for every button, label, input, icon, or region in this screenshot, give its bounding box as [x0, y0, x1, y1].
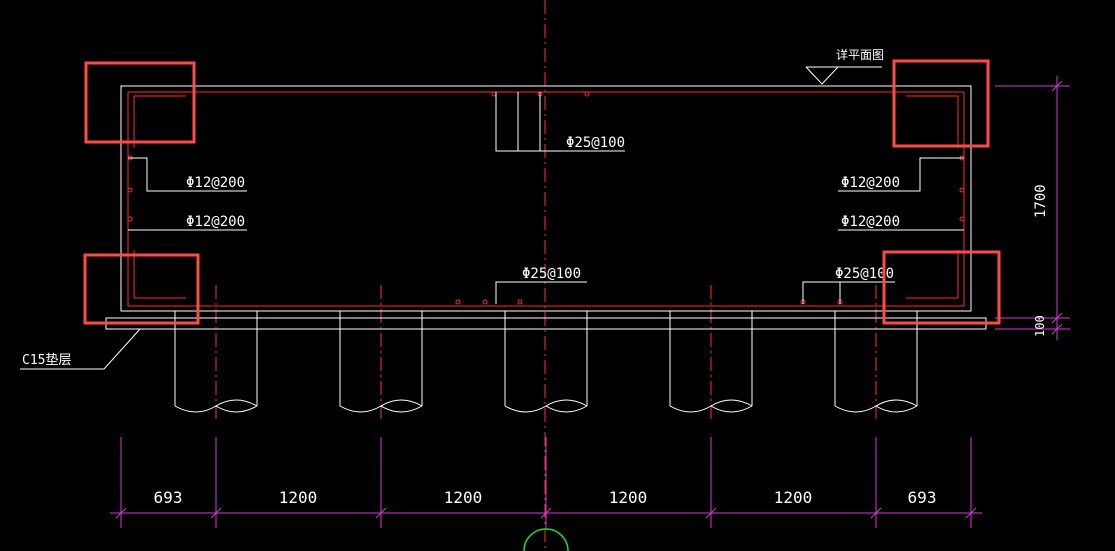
vertical-dimensions — [995, 76, 1070, 340]
side-bar-label-right-2: Φ12@200 — [841, 214, 900, 230]
dimension-tick — [375, 507, 387, 519]
pile — [174, 311, 258, 413]
leader-right-1 — [838, 157, 964, 192]
bottom-bar-label: Φ25@100 — [522, 266, 581, 282]
dimension-tick — [115, 507, 127, 519]
highlight-box-top-left[interactable] — [84, 61, 196, 144]
rebar-dot — [482, 299, 488, 305]
dimension-label: 693 — [154, 488, 183, 507]
rebar-cage — [127, 91, 965, 307]
dimension-tick — [1051, 312, 1063, 324]
dimension-tick — [870, 507, 882, 519]
leader-cushion — [20, 328, 141, 370]
leader-top-bar — [495, 92, 625, 152]
horizontal-dimensions — [110, 437, 982, 528]
section-triangle — [805, 66, 840, 85]
pile — [669, 311, 753, 413]
dimension-tick — [1051, 323, 1063, 335]
rebar-dot — [959, 216, 965, 222]
dimension-tick — [210, 507, 222, 519]
leader-lines — [20, 92, 964, 370]
rebar-dot — [491, 91, 497, 97]
side-bar-label-left-2: Φ12@200 — [186, 214, 245, 230]
dimension-tick — [1051, 80, 1063, 92]
highlight-box-bottom-right[interactable] — [882, 250, 1001, 325]
dimension-label-1700: 1700 — [1033, 184, 1049, 218]
dimension-tick — [705, 507, 717, 519]
dimension-tick — [965, 507, 977, 519]
pile — [504, 311, 588, 413]
cushion-layer — [105, 317, 987, 330]
highlight-box-top-right[interactable] — [892, 59, 990, 148]
rebar-dot — [584, 91, 590, 97]
pile — [339, 311, 423, 413]
rebar-dot — [959, 187, 965, 193]
highlight-box-bottom-left[interactable] — [83, 253, 200, 325]
dimension-label: 693 — [908, 488, 937, 507]
dimension-label: 1200 — [279, 488, 318, 507]
pile — [834, 311, 918, 413]
side-bar-label-right-1: Φ12@200 — [841, 175, 900, 191]
leader-bottom-bar-right — [802, 281, 895, 304]
dimension-tick — [540, 507, 552, 519]
rebar-dot — [455, 299, 461, 305]
leader-bottom-bar — [495, 281, 587, 304]
section-mark — [805, 66, 882, 85]
dimension-label: 1200 — [609, 488, 648, 507]
top-bar-label: Φ25@100 — [566, 135, 625, 151]
leader-left-1 — [128, 157, 247, 192]
axis-bubble — [523, 528, 569, 551]
bottom-bar-label-right: Φ25@100 — [835, 266, 894, 282]
rebar-dot — [127, 187, 133, 193]
pile-cap-outline — [120, 85, 972, 312]
rebar-dot — [127, 216, 133, 222]
section-mark-label: 详平面图 — [836, 47, 884, 62]
cushion-label: C15垫层 — [22, 352, 71, 368]
rebar-dot — [517, 299, 523, 305]
dimension-label-100: 100 — [1033, 315, 1047, 337]
side-bar-label-left-1: Φ12@200 — [186, 175, 245, 191]
piles — [174, 311, 918, 413]
dimension-label: 1200 — [444, 488, 483, 507]
dimension-label: 1200 — [774, 488, 813, 507]
